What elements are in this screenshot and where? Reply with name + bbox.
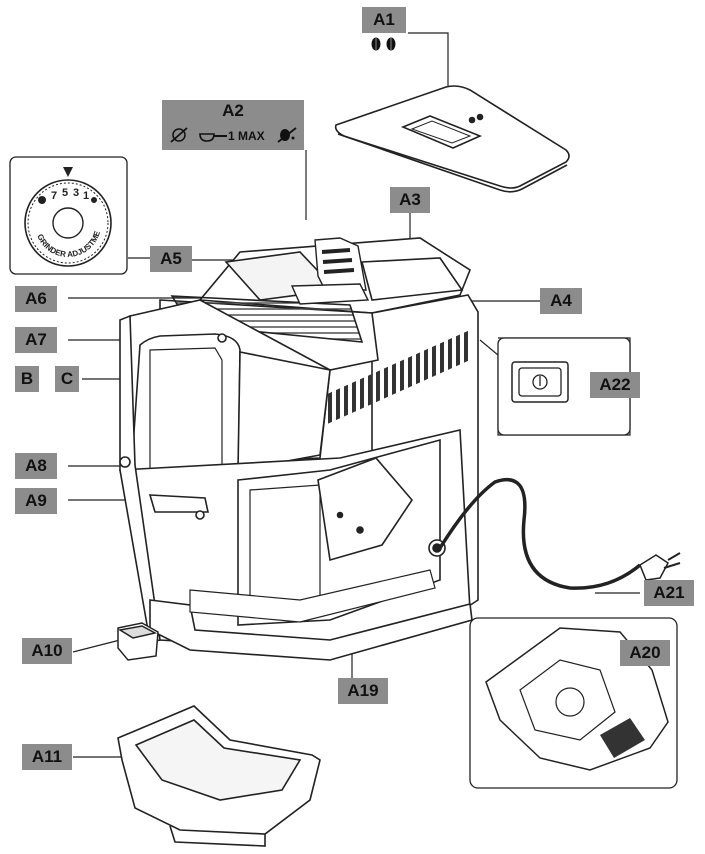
dial-number-3: 3 xyxy=(73,187,79,199)
label-a3: A3 xyxy=(390,187,430,213)
label-a11-text: A11 xyxy=(31,747,63,766)
coffee-grounds-container xyxy=(117,705,321,847)
label-a3-text: A3 xyxy=(399,190,421,209)
pointer-icon xyxy=(63,167,73,177)
label-a7: A7 xyxy=(15,327,57,353)
label-a22-text: A22 xyxy=(599,375,631,394)
machine-body xyxy=(119,237,479,661)
label-a5: A5 xyxy=(150,246,192,272)
bean-container-lid xyxy=(334,85,570,193)
grinder-dial-inset: 7 5 3 1 GRINDER ADJUSTMENT xyxy=(0,0,128,275)
label-a20-text: A20 xyxy=(629,643,661,662)
power-symbol-icon xyxy=(532,374,548,390)
label-a2: A2 1 MAX xyxy=(162,100,304,150)
label-a8: A8 xyxy=(15,453,57,479)
measuring-scoop-icon xyxy=(198,126,228,144)
label-a6-text: A6 xyxy=(25,289,47,308)
label-a9-text: A9 xyxy=(25,491,47,510)
label-a22: A22 xyxy=(590,372,640,398)
power-cord xyxy=(438,477,681,590)
no-beans-icon xyxy=(168,126,190,144)
label-a21: A21 xyxy=(644,580,694,606)
label-b: B xyxy=(15,366,39,392)
ground-coffee-icon xyxy=(276,126,298,144)
label-a21-text: A21 xyxy=(653,583,685,602)
dial-number-7: 7 xyxy=(51,190,57,202)
label-a5-text: A5 xyxy=(160,249,182,268)
label-a20: A20 xyxy=(620,640,670,666)
label-a8-text: A8 xyxy=(25,456,47,475)
label-c: C xyxy=(55,366,79,392)
pre-ground-funnel-lid xyxy=(290,237,370,305)
label-a7-text: A7 xyxy=(25,330,47,349)
power-switch-inset xyxy=(497,337,631,436)
label-c-text: C xyxy=(60,369,74,388)
label-a19: A19 xyxy=(338,678,388,704)
label-a1: A1 xyxy=(362,7,406,33)
label-a4: A4 xyxy=(540,288,582,314)
coffee-grounds-drawer-small xyxy=(117,622,159,661)
label-a19-text: A19 xyxy=(347,681,379,700)
label-a1-text: A1 xyxy=(373,10,395,29)
dial-number-1: 1 xyxy=(83,190,89,202)
coffee-beans-icon xyxy=(371,37,396,51)
scoop-max-text: 1 MAX xyxy=(228,129,265,143)
label-a11: A11 xyxy=(22,744,72,770)
label-a10: A10 xyxy=(22,638,72,664)
label-a2-text: A2 xyxy=(222,101,244,120)
label-a4-text: A4 xyxy=(550,291,572,310)
dial-number-5: 5 xyxy=(62,187,68,199)
label-a10-text: A10 xyxy=(31,641,63,660)
label-a6: A6 xyxy=(15,286,57,312)
label-b-text: B xyxy=(20,369,34,388)
label-a9: A9 xyxy=(15,488,57,514)
